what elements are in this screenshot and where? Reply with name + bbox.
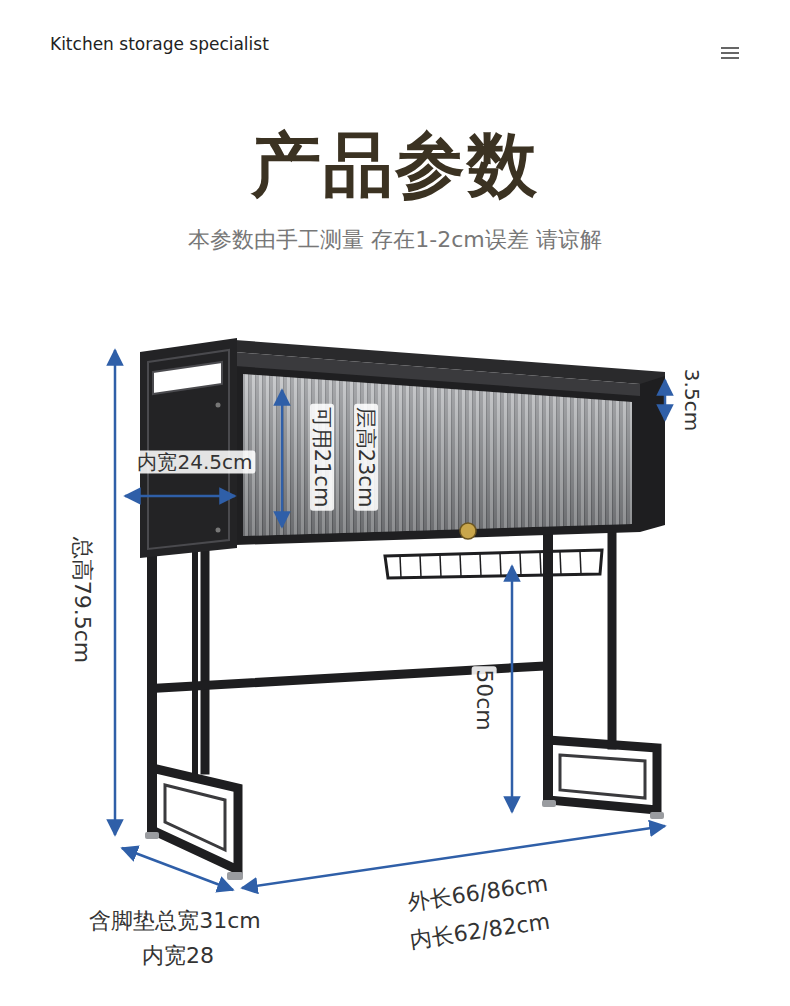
dimension-label: 含脚垫总宽31cm [89, 908, 261, 933]
measurement-note: 本参数由手工测量 存在1-2cm误差 请谅解 [188, 227, 601, 252]
dimension-label: 50cm [471, 666, 496, 734]
dimension-label: 外长66/86cm [406, 871, 549, 916]
dimension-label: 内宽24.5cm [134, 451, 255, 474]
foot-pad [145, 800, 664, 880]
dimension-label: 内长62/82cm [408, 909, 551, 954]
dimension-label: 总高79.5cm [69, 537, 94, 664]
dimension-arrow [115, 350, 665, 890]
side-panel [140, 338, 237, 558]
page-title: 产品参数 [251, 125, 539, 206]
shelf-frame [152, 530, 657, 870]
dimension-label: 层高23cm [354, 404, 378, 511]
dimension-label: 3.5cm [680, 369, 703, 431]
brand-tagline: Kitchen storage specialist [50, 35, 269, 55]
dimension-label: 可用21cm [310, 404, 334, 511]
cabinet [235, 340, 665, 578]
menu-icon [721, 48, 739, 58]
dimension-label: 内宽28 [142, 943, 214, 968]
